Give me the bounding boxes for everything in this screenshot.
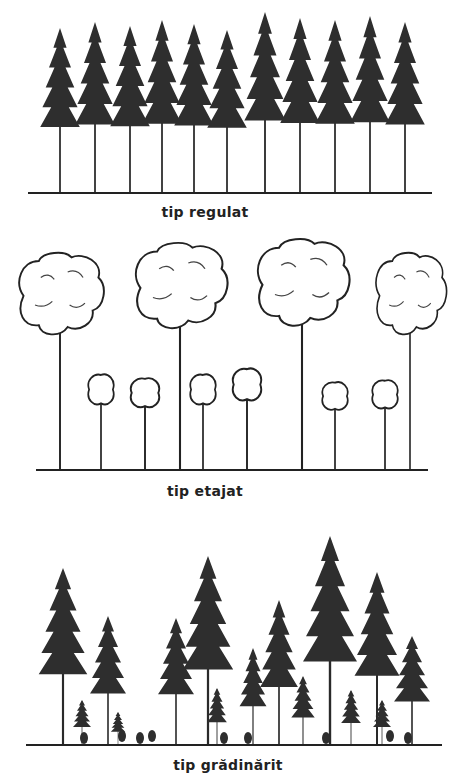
panel-caption: tip grădinărit (173, 757, 283, 773)
panel-caption: tip etajat (167, 483, 243, 499)
panel-caption: tip regulat (161, 204, 248, 220)
